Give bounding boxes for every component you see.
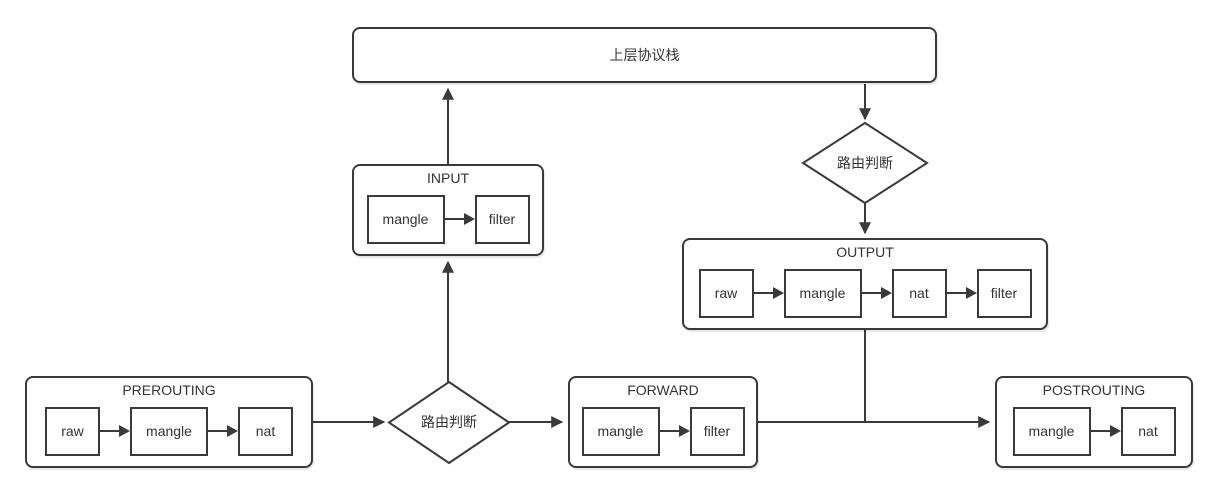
chain-input-title: INPUT bbox=[427, 170, 469, 186]
chain-prerouting-box: PREROUTING raw mangle nat bbox=[25, 376, 313, 468]
input-table-mangle: mangle bbox=[366, 194, 445, 244]
chain-forward-box: FORWARD mangle filter bbox=[568, 376, 758, 468]
table-label: mangle bbox=[799, 285, 846, 301]
table-label: mangle bbox=[382, 211, 429, 227]
arrow-right-icon bbox=[753, 287, 784, 299]
table-label: mangle bbox=[146, 423, 192, 439]
table-label: mangle bbox=[1028, 423, 1075, 439]
arrow-right-icon bbox=[861, 287, 892, 299]
chain-postrouting-tables: mangle nat bbox=[997, 400, 1191, 462]
output-table-raw: raw bbox=[698, 268, 754, 318]
chain-postrouting-title: POSTROUTING bbox=[1042, 382, 1146, 398]
output-table-filter: filter bbox=[976, 268, 1032, 318]
arrow-right-icon bbox=[946, 287, 977, 299]
table-label: raw bbox=[61, 423, 84, 439]
prerouting-table-nat: nat bbox=[238, 406, 293, 456]
prerouting-table-raw: raw bbox=[45, 406, 100, 456]
prerouting-table-mangle: mangle bbox=[130, 406, 208, 456]
table-label: nat bbox=[255, 423, 276, 439]
chain-output-title: OUTPUT bbox=[836, 244, 894, 260]
protocol-stack-box: 上层协议栈 bbox=[352, 27, 937, 83]
chain-prerouting-tables: raw mangle nat bbox=[27, 400, 311, 462]
chain-prerouting-title: PREROUTING bbox=[122, 382, 216, 398]
chain-postrouting-box: POSTROUTING mangle nat bbox=[995, 376, 1193, 468]
chain-forward-title: FORWARD bbox=[627, 382, 699, 398]
table-label: mangle bbox=[597, 423, 644, 439]
chain-output-tables: raw mangle nat filter bbox=[684, 262, 1046, 324]
protocol-stack-label: 上层协议栈 bbox=[609, 47, 680, 63]
arrow-right-icon bbox=[659, 425, 690, 437]
table-label: nat bbox=[909, 285, 929, 301]
forward-table-mangle: mangle bbox=[581, 406, 660, 456]
table-label: filter bbox=[488, 211, 516, 227]
table-label: filter bbox=[990, 285, 1018, 301]
arrow-right-icon bbox=[100, 425, 130, 437]
table-label: nat bbox=[1138, 423, 1158, 439]
arrow-right-icon bbox=[208, 425, 238, 437]
routing-decision-right-diamond bbox=[801, 121, 929, 205]
chain-input-box: INPUT mangle filter bbox=[352, 164, 544, 256]
output-table-nat: nat bbox=[891, 268, 947, 318]
chain-output-box: OUTPUT raw mangle nat filter bbox=[682, 238, 1048, 330]
output-table-mangle: mangle bbox=[783, 268, 862, 318]
arrow-right-icon bbox=[1090, 425, 1121, 437]
postrouting-table-nat: nat bbox=[1120, 406, 1176, 456]
postrouting-table-mangle: mangle bbox=[1012, 406, 1091, 456]
routing-decision-middle-diamond bbox=[387, 380, 511, 465]
table-label: raw bbox=[714, 285, 738, 301]
forward-table-filter: filter bbox=[689, 406, 745, 456]
table-label: filter bbox=[703, 423, 731, 439]
chain-input-tables: mangle filter bbox=[354, 188, 542, 250]
chain-forward-tables: mangle filter bbox=[570, 400, 756, 462]
routing-decision-right-label: 路由判断 bbox=[837, 155, 893, 171]
routing-decision-middle-label: 路由判断 bbox=[421, 414, 477, 430]
input-table-filter: filter bbox=[474, 194, 530, 244]
arrow-right-icon bbox=[444, 213, 475, 225]
